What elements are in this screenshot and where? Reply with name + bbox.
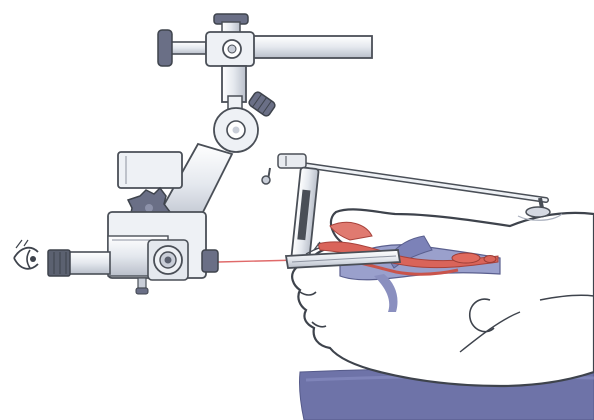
microscope-stand bbox=[158, 14, 372, 152]
microscope bbox=[48, 144, 232, 294]
eye-icon bbox=[14, 240, 38, 269]
patient-head bbox=[292, 209, 594, 386]
